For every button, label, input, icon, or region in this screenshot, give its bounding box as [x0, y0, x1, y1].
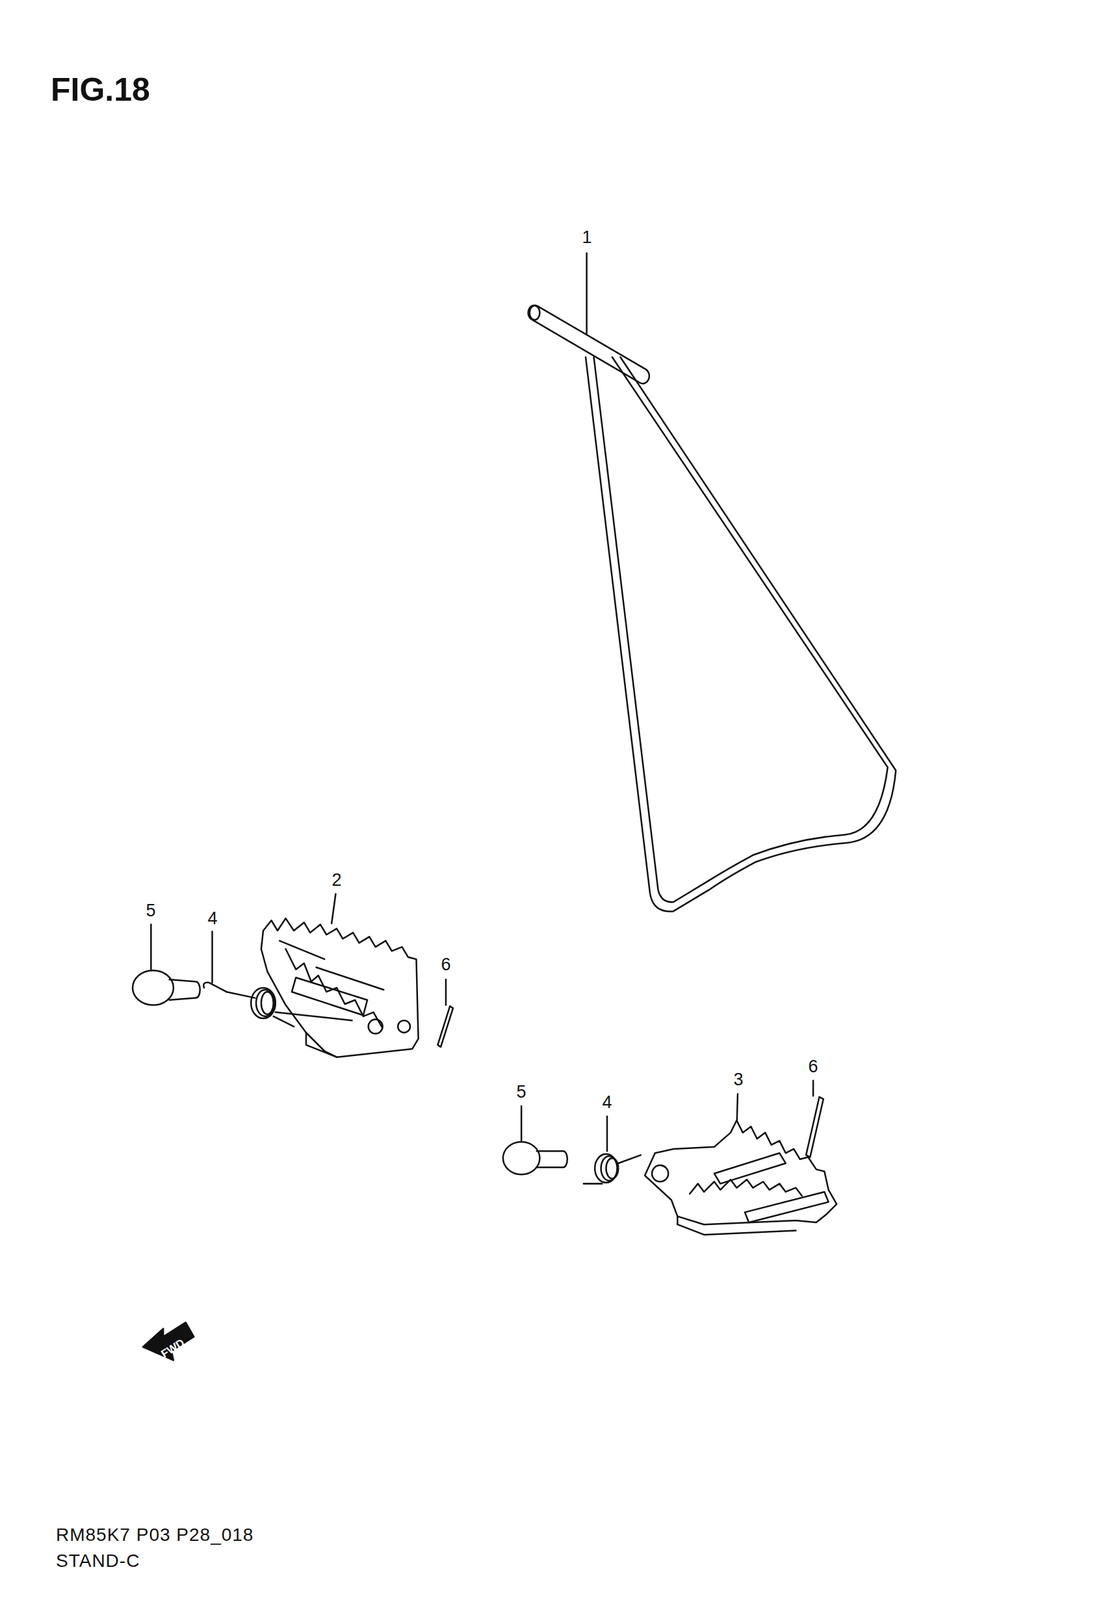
leader-line	[211, 932, 214, 984]
drawing-code: RM85K7 P03 P28_018	[55, 1526, 254, 1545]
footpeg-left	[132, 918, 454, 1058]
callout-number: 2	[331, 871, 342, 890]
callout-number: 1	[581, 228, 592, 247]
callout-number: 5	[516, 1083, 526, 1102]
callout-number: 5	[145, 902, 156, 920]
stand	[528, 305, 897, 912]
callout-number: 4	[207, 910, 218, 928]
callout-number: 4	[601, 1093, 612, 1112]
leader-line	[585, 252, 588, 337]
leader-line	[520, 1106, 523, 1146]
fwd-arrow	[143, 1322, 194, 1361]
leader-line	[606, 1116, 609, 1152]
section-name: STAND-C	[55, 1552, 140, 1571]
callout-number: 6	[807, 1058, 818, 1076]
footpeg-right	[503, 1097, 837, 1235]
callout-number: 6	[440, 956, 451, 974]
leader-line	[812, 1080, 815, 1097]
callout-number: 3	[733, 1071, 743, 1089]
figure-title: FIG.18	[50, 73, 151, 106]
leader-line	[445, 979, 448, 1005]
leader-line	[150, 924, 153, 970]
leader-line	[331, 893, 336, 924]
